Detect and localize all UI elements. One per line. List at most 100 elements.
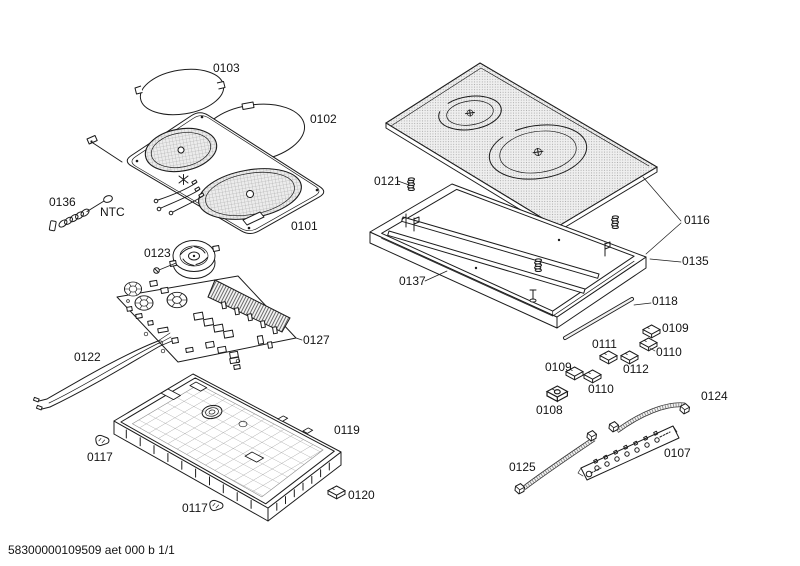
spring	[611, 215, 619, 229]
coil-carrier-plate: 0101	[86, 112, 325, 235]
part-label-0112: 0112	[623, 362, 649, 376]
leader-line-0127	[295, 337, 303, 341]
clip	[208, 499, 224, 512]
power-pcb: 0127	[116, 275, 330, 370]
leader-line-0118	[633, 302, 652, 306]
mat-tab-top	[241, 101, 255, 110]
wire-frayed-ends	[157, 332, 173, 347]
block-0109a	[642, 324, 661, 339]
leader-line-0116	[642, 176, 682, 255]
ntc-stem	[86, 200, 105, 212]
ntc-plug	[48, 220, 57, 232]
plate-connector-tab	[242, 211, 265, 226]
frame-fixing-pins	[401, 213, 611, 303]
part-label-0127: 0127	[303, 333, 330, 347]
part-label-0124: 0124	[701, 389, 728, 403]
ntc-coiled-wire	[58, 208, 90, 228]
plate-rivets	[135, 115, 319, 230]
tray-rim-inner	[120, 377, 335, 505]
block-0111	[599, 350, 618, 365]
tray-interior-boxes	[160, 381, 265, 463]
part-label-0120: 0120	[348, 488, 375, 502]
housing-tray: 0119	[113, 373, 360, 522]
toroid-inductor	[134, 295, 154, 311]
part-label-0136: 0136	[49, 195, 76, 209]
part-label-0110b: 0110	[588, 382, 614, 396]
part-label-0121: 0121	[374, 174, 401, 188]
fan-opening	[179, 245, 209, 267]
fan-screw-axis	[158, 262, 177, 271]
mat-notch-left	[134, 85, 143, 95]
frame-inner-depth	[381, 237, 635, 317]
spring	[407, 177, 415, 191]
block-0110b	[583, 369, 602, 384]
part-label-0109b: 0109	[545, 360, 572, 374]
control-board-markings	[590, 431, 671, 474]
fan-tab-right	[212, 245, 220, 252]
control-board-pads	[585, 430, 660, 478]
fixing-bracket-pin	[86, 135, 123, 163]
wire-terminal	[32, 396, 40, 403]
pcb-components	[126, 279, 273, 370]
cooking-zone-small	[438, 95, 502, 131]
heatsink-transistors	[221, 301, 278, 335]
coil-spring-clip	[178, 174, 189, 185]
ntc-label: NTC	[100, 205, 125, 219]
cable-connector	[514, 482, 526, 496]
part-label-0101: 0101	[291, 219, 318, 233]
fan-blades	[180, 246, 208, 266]
part-label-0135: 0135	[682, 254, 709, 268]
part-label-0103: 0103	[213, 61, 240, 75]
clip	[94, 434, 110, 447]
part-label-0117a: 0117	[87, 450, 113, 464]
leader-line-0135	[649, 258, 682, 263]
part-label-0118: 0118	[652, 294, 678, 308]
block-0108	[546, 385, 569, 402]
spring	[534, 258, 542, 272]
tray-floor-grid	[131, 384, 324, 498]
mat-notch-right	[216, 81, 226, 90]
tray-wall-slots-right	[276, 462, 330, 511]
tray-fan-recess	[201, 404, 223, 420]
part-label-0117b: 0117	[182, 501, 208, 515]
ribbon-cable-0124: 0124	[608, 389, 728, 434]
part-label-0116: 0116	[684, 213, 710, 227]
part-label-0109a: 0109	[662, 321, 689, 335]
leader-line-0121	[397, 180, 410, 186]
leader-line-0137	[424, 270, 448, 282]
wire-harness: 0122	[32, 332, 173, 411]
small-box-0120: 0120	[327, 485, 375, 502]
tray-wall-slots-left	[125, 429, 252, 509]
control-panel-pcb: 0107	[577, 425, 691, 481]
cooling-fan: 0123	[144, 240, 220, 279]
part-label-0137: 0137	[399, 274, 426, 288]
toroid-inductor	[123, 281, 143, 297]
part-label-0108: 0108	[536, 403, 563, 417]
frame-rail-lower	[387, 230, 586, 294]
document-number: 58300000109509 aet 000 b 1/1	[8, 543, 175, 557]
tray-boss	[238, 420, 248, 428]
heatsink	[207, 279, 291, 333]
cooking-zone-large	[488, 124, 588, 180]
ntc-head	[103, 195, 113, 203]
part-label-0111: 0111	[592, 337, 617, 351]
block-0110a	[639, 337, 658, 352]
part-label-0102: 0102	[310, 112, 337, 126]
part-label-0119: 0119	[334, 423, 360, 437]
part-label-0107: 0107	[664, 446, 691, 460]
coil-lead-wires	[153, 179, 205, 216]
part-label-0110a: 0110	[656, 345, 682, 359]
toroid-inductor	[166, 291, 188, 309]
mounting-frame: 0121 0137 0135	[369, 174, 709, 329]
spacer-blocks: 0109 0110 0111 0112 0109 0110 0108	[536, 321, 689, 417]
induction-coil-small	[144, 127, 218, 173]
part-label-0122: 0122	[74, 350, 101, 364]
wire-terminal	[35, 404, 43, 411]
part-label-0125: 0125	[509, 460, 536, 474]
part-label-0123: 0123	[144, 246, 171, 260]
trim-strip: 0118	[563, 294, 678, 340]
fixing-clips: 0117 0117	[87, 434, 224, 515]
insulation-mat-small: 0103	[134, 61, 240, 116]
